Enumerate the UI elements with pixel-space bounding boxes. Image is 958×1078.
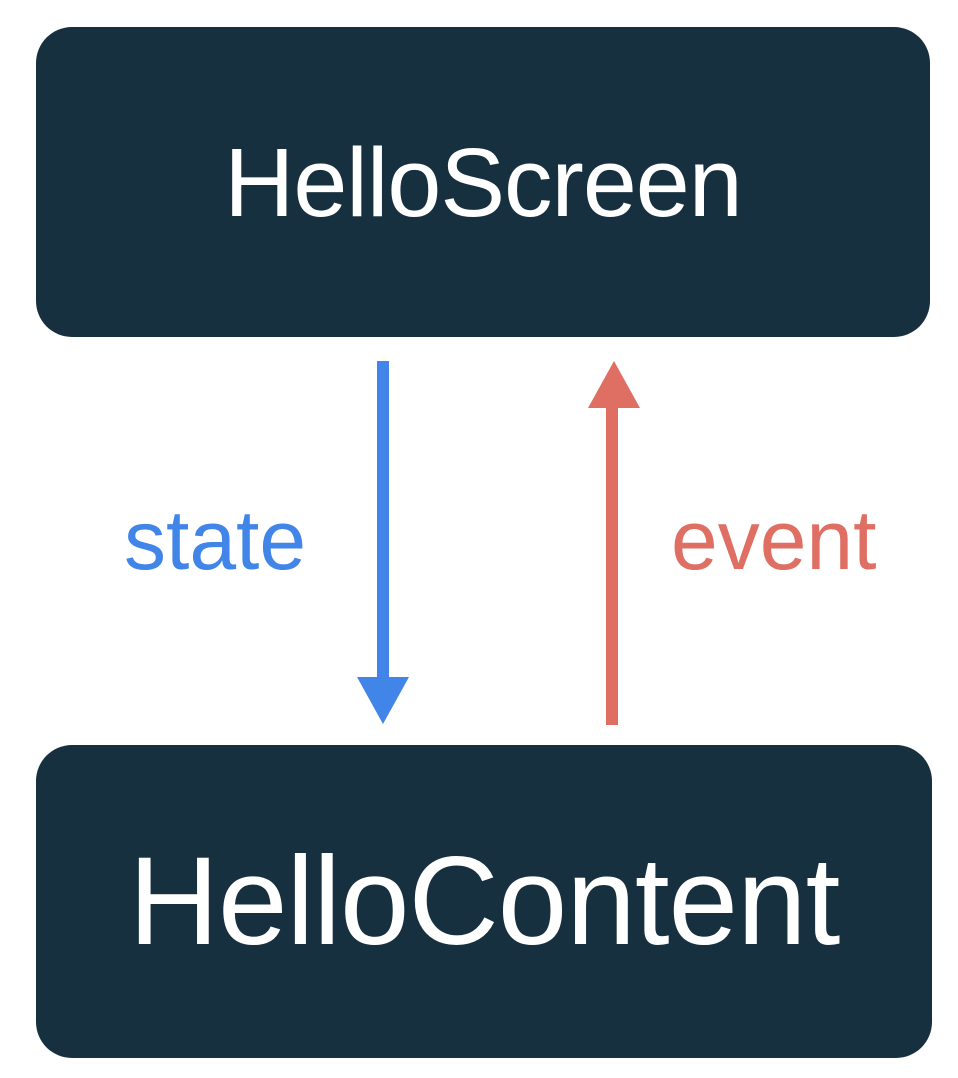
node-hello-content-label: HelloContent: [128, 832, 841, 971]
event-arrow: [588, 361, 640, 725]
node-hello-content[interactable]: HelloContent: [36, 745, 932, 1058]
edge-label-state: state: [124, 493, 307, 587]
edge-label-event: event: [671, 493, 877, 587]
state-arrow: [357, 361, 409, 724]
node-hello-screen-label: HelloScreen: [224, 127, 742, 237]
node-hello-screen[interactable]: HelloScreen: [36, 27, 930, 337]
